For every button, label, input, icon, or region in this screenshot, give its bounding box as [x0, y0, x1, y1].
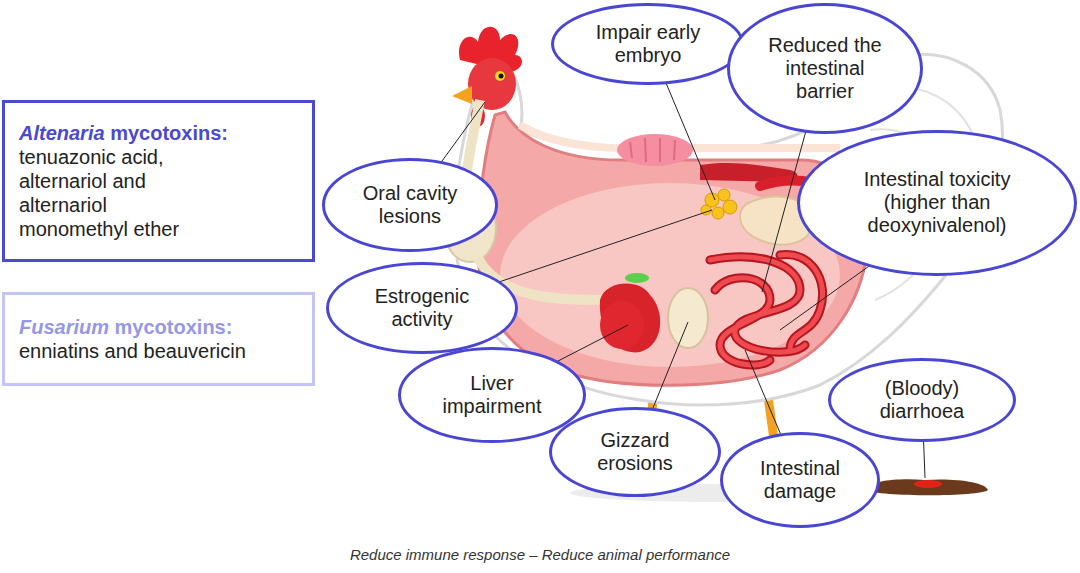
box-heading: Fusarium mycotoxins: — [19, 315, 298, 339]
effect-ellipse: Impair early embryo — [551, 3, 744, 85]
diarrhoea-puddle — [865, 479, 988, 495]
box-body: tenuazonic acid, alternariol and alterna… — [19, 145, 219, 241]
effect-label: Intestinal toxicity (higher than deoxyni… — [837, 168, 1037, 237]
effect-ellipse: Oral cavity lesions — [322, 158, 498, 251]
effect-ellipse: (Bloody) diarrhoea — [828, 358, 1017, 443]
label-wrap: Liver impairment — [427, 372, 557, 418]
chicken-body-interior — [478, 112, 868, 385]
mycotoxin-box: Altenaria mycotoxins:tenuazonic acid, al… — [2, 100, 315, 262]
effect-ellipse: Gizzard erosions — [549, 407, 721, 497]
liver — [625, 273, 649, 283]
label-wrap: Intestinal toxicity (higher than deoxyni… — [837, 168, 1037, 237]
chicken-head — [452, 86, 472, 104]
gizzard — [668, 288, 708, 348]
mycotoxin-box: Fusarium mycotoxins:enniatins and beauve… — [2, 292, 315, 386]
label-wrap: Reduced the intestinal barrier — [760, 34, 890, 103]
heading-rest: mycotoxins: — [105, 122, 228, 144]
genus-name: Altenaria — [19, 122, 105, 144]
ovary — [712, 207, 724, 219]
effect-label: Estrogenic activity — [357, 285, 487, 331]
effect-label: Impair early embryo — [588, 21, 708, 67]
effect-label: Liver impairment — [427, 372, 557, 418]
lungs — [617, 134, 693, 166]
box-heading: Altenaria mycotoxins: — [19, 121, 298, 145]
diarrhoea-puddle — [865, 479, 988, 495]
chicken-head — [495, 71, 505, 81]
ovary — [723, 200, 737, 214]
effect-ellipse: Intestinal damage — [720, 432, 879, 528]
intestines — [780, 254, 823, 350]
ovary — [718, 189, 730, 201]
label-wrap: (Bloody) diarrhoea — [862, 377, 982, 423]
chicken-body-interior — [478, 112, 868, 385]
effect-ellipse: Intestinal toxicity (higher than deoxyni… — [797, 130, 1077, 277]
label-wrap: Intestinal damage — [745, 457, 855, 503]
intestines — [710, 254, 823, 365]
effect-label: Intestinal damage — [745, 457, 855, 503]
gizzard — [668, 288, 708, 348]
intestines — [715, 278, 770, 365]
diarrhoea-puddle — [914, 480, 942, 488]
chicken-body-interior — [500, 183, 840, 367]
liver — [600, 284, 660, 353]
effect-ellipse: Estrogenic activity — [326, 262, 517, 355]
effect-label: (Bloody) diarrhoea — [862, 377, 982, 423]
box-body: enniatins and beauvericin — [19, 339, 298, 363]
chicken-head — [452, 27, 522, 127]
effect-label: Reduced the intestinal barrier — [760, 34, 890, 103]
effect-label: Gizzard erosions — [577, 429, 692, 475]
genus-name: Fusarium — [19, 316, 109, 338]
label-wrap: Gizzard erosions — [577, 429, 692, 475]
effect-ellipse: Reduced the intestinal barrier — [727, 3, 922, 134]
caption: Reduce immune response – Reduce animal p… — [0, 546, 1080, 563]
heading-rest: mycotoxins: — [109, 316, 232, 338]
liver — [600, 301, 644, 349]
chicken-head — [499, 74, 504, 79]
label-wrap: Estrogenic activity — [357, 285, 487, 331]
effect-ellipse: Liver impairment — [398, 347, 586, 443]
ovary — [701, 189, 737, 219]
label-wrap: Oral cavity lesions — [350, 182, 470, 228]
lungs — [630, 138, 675, 162]
lungs — [617, 134, 693, 166]
liver — [600, 273, 660, 352]
label-wrap: Impair early embryo — [588, 21, 708, 67]
effect-label: Oral cavity lesions — [350, 182, 470, 228]
